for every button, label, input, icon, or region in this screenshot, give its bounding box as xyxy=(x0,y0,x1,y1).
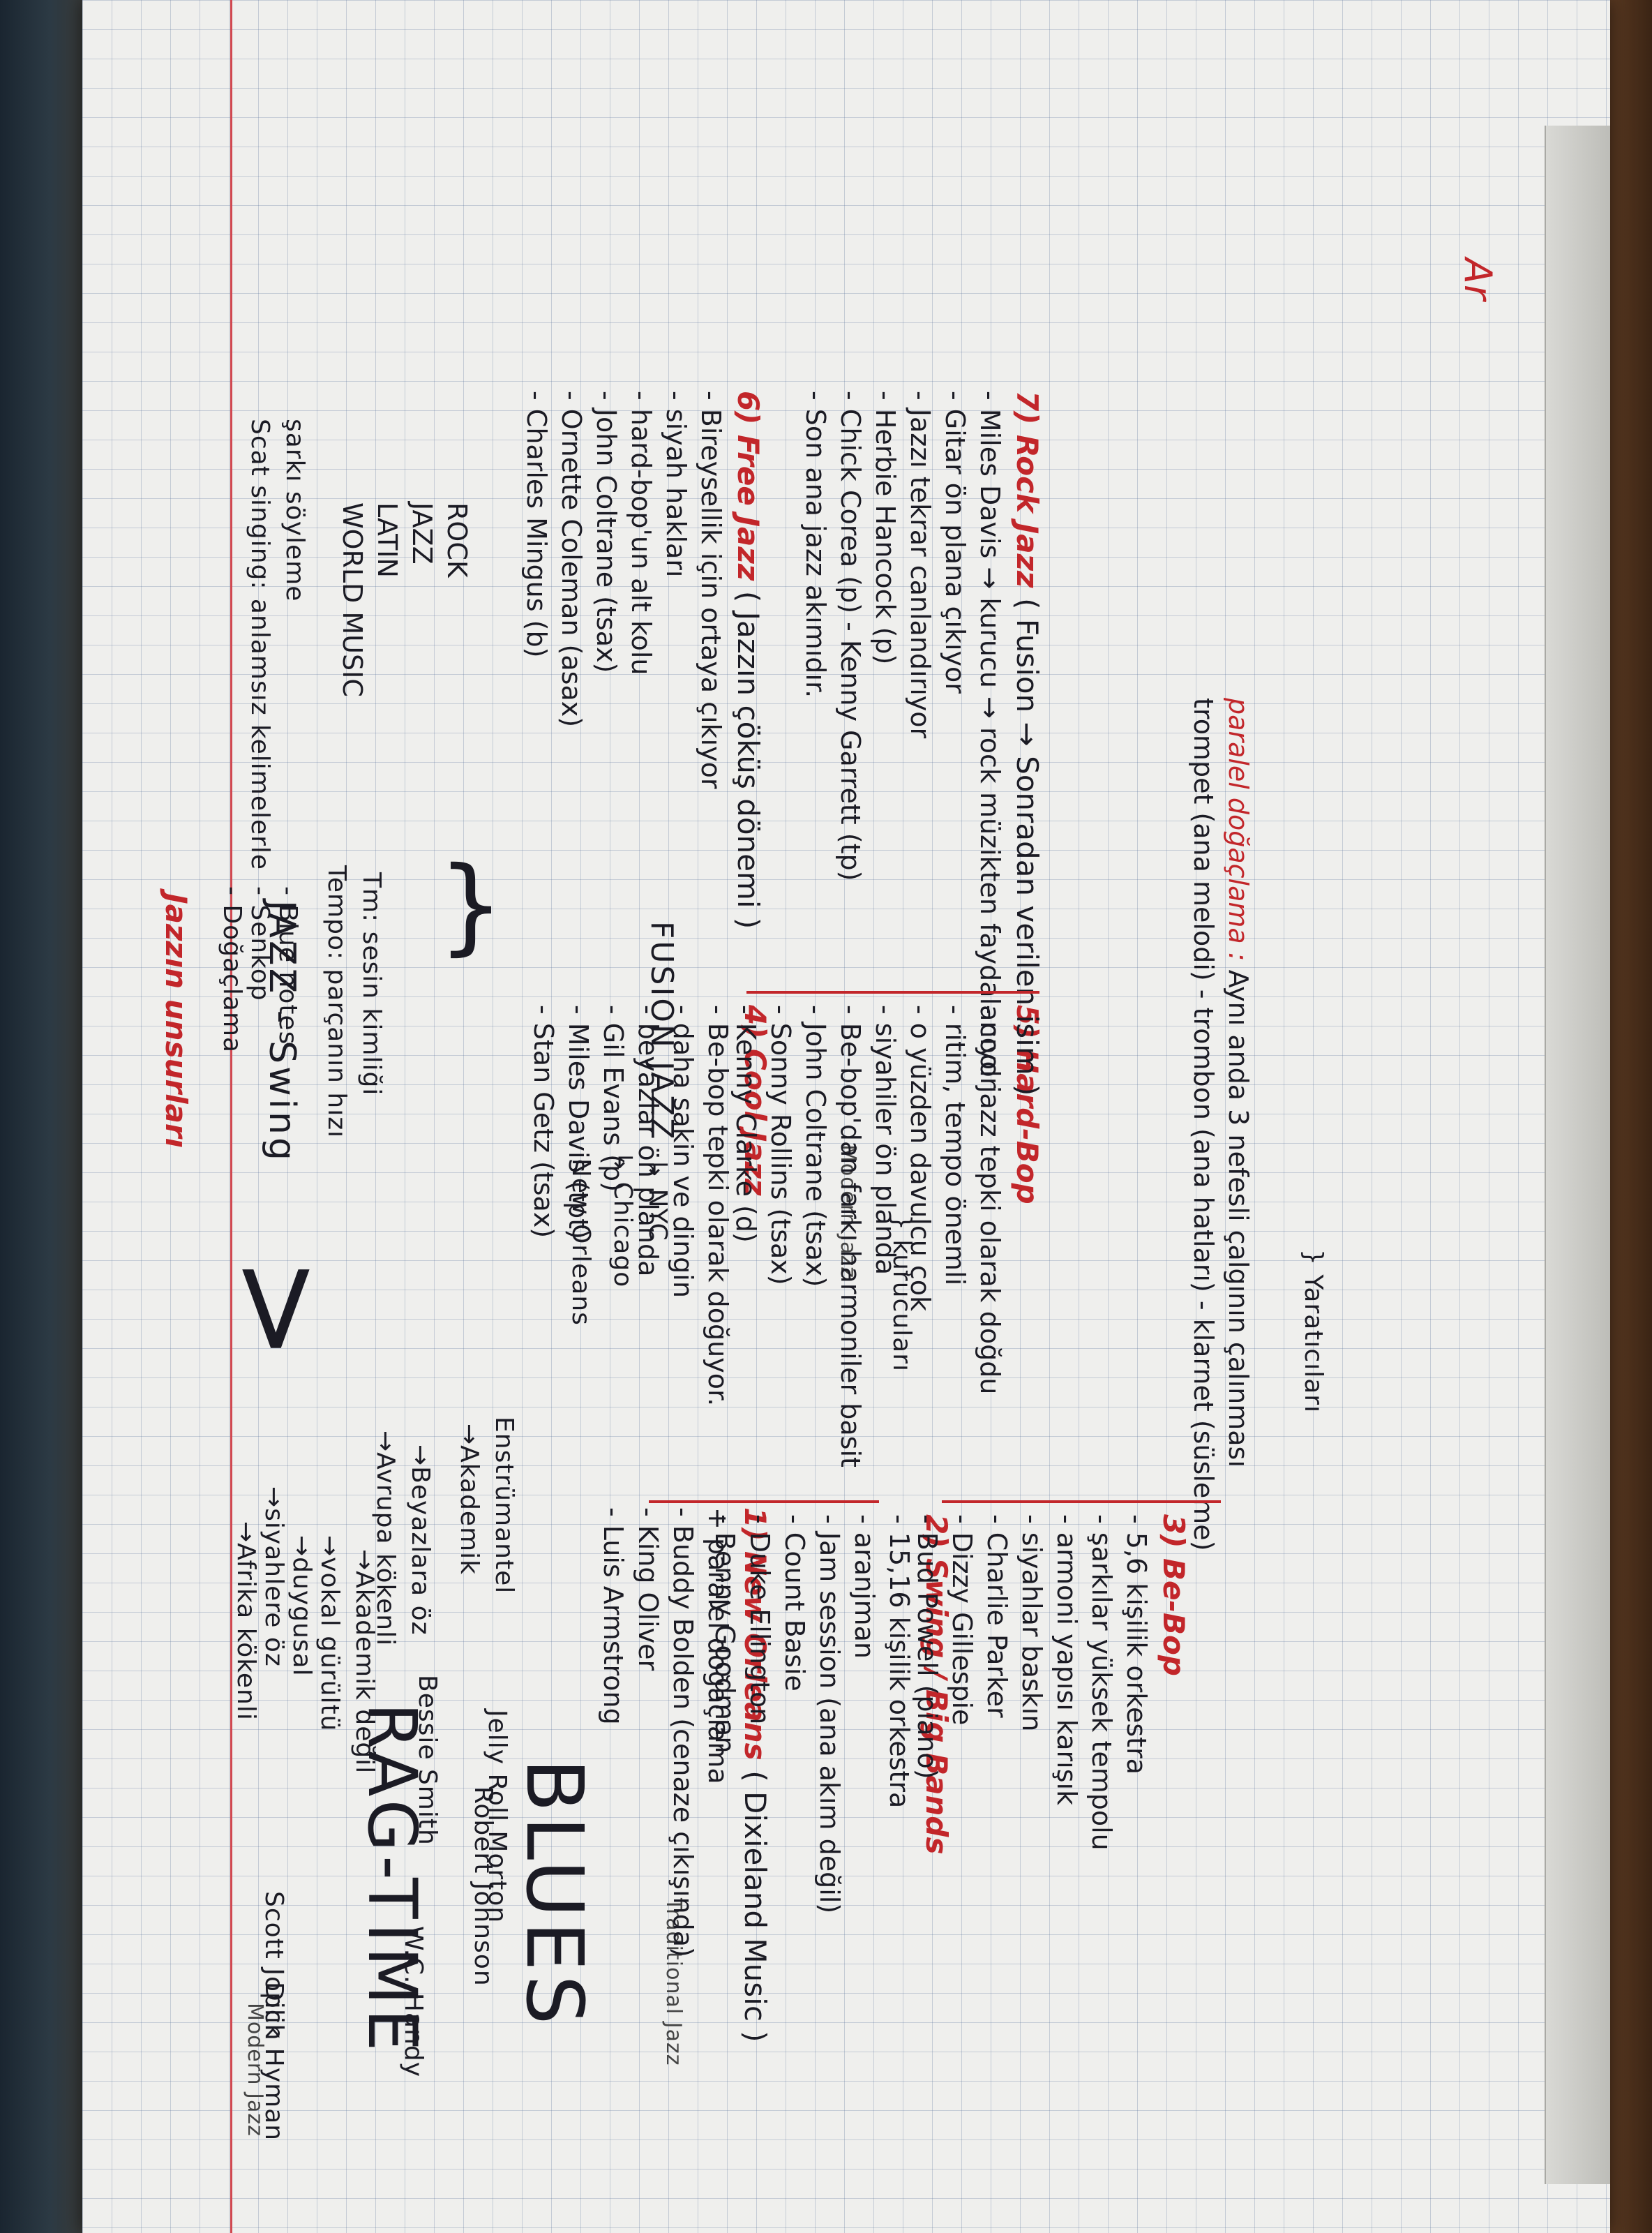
ragtime-note-4: Enstrümantel xyxy=(490,1417,518,1595)
ragtime-person-2: Scott Joplin xyxy=(260,1891,288,2041)
section6-line: - Bireysellik için ortaya çıkıyor xyxy=(696,391,726,789)
jazz-elements: Jazzın unsurları xyxy=(156,893,195,1148)
ragtime-note-1: →Avrupa kökenli xyxy=(371,1431,400,1647)
fusion-genres: ROCK JAZZ LATIN WORLD MUSIC xyxy=(335,502,474,697)
ragtime-title: RAG-TIME xyxy=(353,1703,431,2056)
section7-title: 7) Rock Jazz ( Fusion → Sonradan verilen… xyxy=(1010,391,1044,1096)
section2-line: - Count Basie xyxy=(779,1514,810,1691)
section6-line: - hard-bop'un alt kolu xyxy=(626,391,656,675)
parallel-line-1: paralel doğaçlama : Aynı anda 3 nefesli … xyxy=(1223,698,1254,1467)
section1-line: - Luis Armstrong xyxy=(598,1507,629,1725)
fusion-genre: WORLD MUSIC xyxy=(337,502,368,697)
section7-line: - Chick Corea (p) - Kenny Garrett (tp) xyxy=(835,391,866,881)
section6-line: - Ornette Coleman (asax) xyxy=(556,391,587,728)
element-2: - Senkop xyxy=(246,886,274,1001)
section3-founders: } Yaratıcıları xyxy=(1299,1249,1328,1414)
section4-line: - Gil Evans (p) xyxy=(598,1005,629,1192)
section2-line: - Benny Goodman xyxy=(709,1514,740,1754)
section4-line: - Miles Davis (tpt) xyxy=(563,1005,594,1239)
fusion-genre: JAZZ xyxy=(407,502,437,565)
merge-chevron: > xyxy=(206,1256,352,1361)
section5-line: - Sonny Rollins (tsax) xyxy=(765,1005,796,1285)
tm-def: Tm: sesin kimliği xyxy=(357,872,386,1096)
handwritten-notes: Ar Modern Jazz Traditional Jazz Modern J… xyxy=(77,0,1584,2233)
scat-def-2: şarkı söyleme xyxy=(280,419,309,602)
section-free-jazz: 6) Free Jazz ( Jazzın çöküş dönemi ) - B… xyxy=(519,391,767,929)
ragtime-note-2: →Beyazlara öz xyxy=(406,1444,435,1636)
blues-note-3: →duygusal xyxy=(287,1535,316,1677)
scat-def-1: Scat singing: anlamsız kelimelerle xyxy=(246,419,274,871)
next-page-edge xyxy=(1545,126,1610,2184)
section2-line: - aranjman xyxy=(849,1514,880,1659)
section7-line: - Son ana jazz akımıdır. xyxy=(800,391,831,699)
section6-line: - siyah hakları xyxy=(661,391,691,578)
desk-background xyxy=(0,0,91,2233)
section-rock-jazz: 7) Rock Jazz ( Fusion → Sonradan verilen… xyxy=(798,391,1046,1096)
section6-line: - John Coltrane (tsax) xyxy=(591,391,622,673)
corner-mark: Ar xyxy=(1456,258,1500,301)
traditional-bracket xyxy=(649,1500,879,1503)
section2-line: - Jam session (ana akım değil) xyxy=(814,1514,845,1914)
section3-line: - Dizzy Gillespie xyxy=(947,1514,977,1726)
ragtime-note-3: →Akademik xyxy=(455,1424,483,1575)
tempo-def: Tempo: parçanın hızı xyxy=(322,865,351,1139)
section4-line: - Stan Getz (tsax) xyxy=(528,1005,559,1239)
section1-line: - King Oliver xyxy=(633,1507,663,1671)
section1-line: - Buddy Bolden (cenaze çıkışında) xyxy=(668,1507,698,1957)
section3-line: - Bud Powell (piano) xyxy=(912,1514,943,1779)
section3-line: - 5,6 kişilik orkestra xyxy=(1121,1514,1152,1775)
section2-line: - Duke Ellington xyxy=(744,1514,775,1725)
jazz-elements-title: Jazzın unsurları xyxy=(159,893,193,1149)
blues-note-4: →vokal gürültü xyxy=(315,1535,344,1732)
parallel-line-2: trompet (ana melodi) - trombon (ana hatl… xyxy=(1188,698,1219,1551)
section5-line: - Kenny Clarke (d) xyxy=(730,1005,761,1243)
fusion-genre: LATIN xyxy=(372,502,403,578)
notebook-page xyxy=(82,0,1610,2233)
section3-title: 3) Be-Bop xyxy=(1157,1514,1191,1676)
section7-line: - Jazzı tekrar canlandırıyor xyxy=(905,391,936,739)
element-3: - Blue notes xyxy=(273,886,302,1045)
margin-line xyxy=(230,0,232,2233)
section-bebop: 3) Be-Bop - 5,6 kişilik orkestra - şarkı… xyxy=(910,1514,1193,1851)
fusion-result: FUSION JAZZ xyxy=(644,921,679,1142)
section7-line: - Gitar ön plana çıkıyor xyxy=(940,391,970,694)
section3-line: - Charlie Parker xyxy=(982,1514,1012,1718)
blues-note-2: →siyahlere öz xyxy=(260,1486,288,1667)
desk-edge xyxy=(1610,0,1652,2233)
section6-line: - Charles Mingus (b) xyxy=(521,391,552,658)
section3-line: - şarkılar yüksek tempolu xyxy=(1086,1514,1117,1851)
blues-title: BLUES xyxy=(509,1758,599,2029)
modern-bracket-top xyxy=(942,1500,1221,1503)
ragtime-person-3: Jelly Roll Morton xyxy=(483,1710,511,1924)
section6-title: 6) Free Jazz ( Jazzın çöküş dönemi ) xyxy=(731,391,765,929)
modern-bracket-mid xyxy=(746,991,1039,994)
fusion-brace: } xyxy=(437,844,504,966)
parallel-definition: paralel doğaçlama : Aynı anda 3 nefesli … xyxy=(1186,698,1256,1551)
section7-line: - Miles Davis → kurucu → rock müzikten f… xyxy=(975,391,1005,1089)
section3-line: - siyahlar baskın xyxy=(1016,1514,1047,1732)
blues-note-1: →Afrika kökenli xyxy=(232,1521,260,1721)
section3-line: - armoni yapısı karışık xyxy=(1051,1514,1082,1806)
section7-line: - Herbie Hancock (p) xyxy=(870,391,901,665)
fusion-genre: ROCK xyxy=(442,502,472,578)
element-1: - Doğaçlama xyxy=(218,886,246,1054)
